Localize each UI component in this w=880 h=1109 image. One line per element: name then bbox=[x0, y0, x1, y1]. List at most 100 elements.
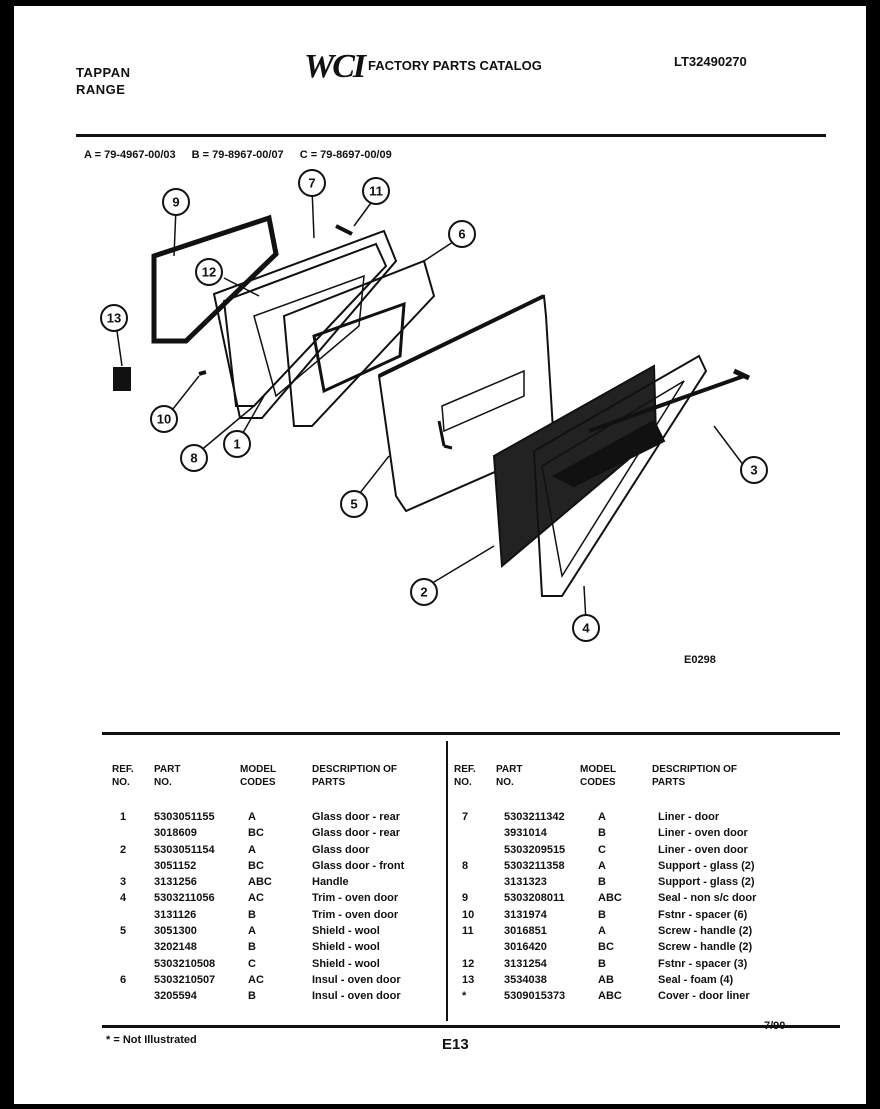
brand-name: TAPPAN bbox=[76, 65, 131, 80]
part-number-cell: 3931014 bbox=[504, 827, 547, 840]
table-row: 10 3131974 B Fstnr - spacer (6) bbox=[448, 909, 840, 925]
brand-block: TAPPAN RANGE bbox=[76, 64, 131, 98]
model-code-cell: A bbox=[248, 843, 256, 856]
not-illustrated-note: * = Not Illustrated bbox=[106, 1034, 197, 1046]
callout-2: 2 bbox=[410, 578, 438, 606]
model-code-cell: B bbox=[598, 908, 606, 921]
header-part-right: PART NO. bbox=[496, 764, 523, 788]
model-code-cell: AC bbox=[248, 892, 264, 905]
ref-cell: 7 bbox=[462, 811, 469, 823]
model-code-cell: C bbox=[598, 843, 606, 856]
part-number-cell: 3131974 bbox=[504, 908, 547, 921]
model-code-cell: AC bbox=[248, 973, 264, 986]
svg-text:1: 1 bbox=[233, 437, 240, 452]
model-code-a: A = 79-4967-00/03 bbox=[84, 149, 176, 161]
part-number-cell: 3205594 bbox=[154, 990, 197, 1003]
part-number-cell: 3016420 bbox=[504, 941, 547, 954]
part-number-cell: 3016851 bbox=[504, 925, 547, 938]
part-number-cell: 5303211358 bbox=[504, 859, 565, 872]
model-code-cell: ABC bbox=[598, 990, 622, 1003]
ref-cell: 3 bbox=[120, 876, 127, 889]
model-code-cell: BC bbox=[598, 941, 614, 954]
ref-cell: 10 bbox=[462, 908, 475, 921]
callout-12: 12 bbox=[195, 258, 223, 286]
description-cell: Support - glass (2) bbox=[658, 859, 755, 872]
part-callouts: 9 7 11 6 12 13 10 8 1 5 3 2 4 bbox=[100, 169, 768, 642]
model-code-legend: A = 79-4967-00/03 B = 79-8967-00/07 C = … bbox=[84, 149, 392, 161]
description-cell: Glass door - rear bbox=[312, 811, 401, 823]
ref-cell: 2 bbox=[120, 843, 127, 856]
handle-screw bbox=[335, 224, 353, 236]
callout-6: 6 bbox=[448, 220, 476, 248]
header-part-left: PART NO. bbox=[154, 764, 181, 788]
model-code-cell: B bbox=[248, 941, 256, 954]
callout-3: 3 bbox=[740, 456, 768, 484]
revision-date: 7/90 bbox=[764, 1020, 786, 1032]
figure-id: E0298 bbox=[684, 654, 716, 666]
ref-cell: 9 bbox=[462, 892, 469, 905]
model-code-b: B = 79-8967-00/07 bbox=[191, 149, 284, 161]
ref-cell: 4 bbox=[120, 892, 127, 905]
callout-11: 11 bbox=[362, 177, 390, 205]
part-number-cell: 3131254 bbox=[504, 957, 547, 970]
table-column-divider bbox=[446, 741, 448, 1021]
description-cell: Handle bbox=[312, 876, 349, 889]
header-ref-right: REF. NO. bbox=[454, 764, 476, 788]
ref-cell: 1 bbox=[120, 811, 127, 823]
callout-9: 9 bbox=[162, 188, 190, 216]
header-desc-right: DESCRIPTION OF PARTS bbox=[652, 764, 738, 788]
ref-cell: 6 bbox=[120, 973, 127, 986]
svg-text:6: 6 bbox=[458, 227, 465, 242]
description-cell: Fstnr - spacer (6) bbox=[658, 908, 748, 921]
catalog-title: FACTORY PARTS CATALOG bbox=[368, 58, 542, 73]
description-cell: Glass door bbox=[312, 843, 370, 856]
model-code-c: C = 79-8697-00/09 bbox=[299, 149, 392, 161]
part-number-cell: 3131323 bbox=[504, 876, 547, 889]
ref-cell: * bbox=[462, 990, 467, 1003]
callout-4: 4 bbox=[572, 614, 600, 642]
svg-text:3: 3 bbox=[750, 463, 757, 478]
ref-cell: 5 bbox=[120, 925, 127, 938]
product-type: RANGE bbox=[76, 82, 126, 97]
part-number-cell: 5303211056 bbox=[154, 892, 215, 905]
door-handle bbox=[588, 374, 745, 433]
callout-5: 5 bbox=[340, 490, 368, 518]
ref-cell: 13 bbox=[462, 973, 475, 986]
description-cell: Cover - door liner bbox=[658, 990, 750, 1003]
foam-seal bbox=[113, 367, 131, 391]
description-cell: Glass door - front bbox=[312, 859, 405, 872]
description-cell: Screw - handle (2) bbox=[658, 925, 753, 938]
svg-text:13: 13 bbox=[107, 311, 121, 326]
model-code-cell: B bbox=[598, 957, 606, 970]
header-model-right: MODEL CODES bbox=[580, 764, 616, 788]
model-code-cell: A bbox=[248, 925, 256, 938]
part-number-cell: 5303210507 bbox=[154, 973, 216, 986]
part-number-cell: 5309015373 bbox=[504, 990, 566, 1003]
svg-text:8: 8 bbox=[190, 451, 197, 466]
parts-catalog-page: TAPPAN RANGE WCI FACTORY PARTS CATALOG L… bbox=[14, 6, 866, 1104]
wci-logo: WCI bbox=[304, 48, 366, 85]
model-code-cell: B bbox=[248, 908, 256, 921]
callout-13: 13 bbox=[100, 304, 128, 332]
description-cell: Trim - oven door bbox=[312, 908, 399, 921]
door-liner-frame bbox=[212, 229, 398, 419]
